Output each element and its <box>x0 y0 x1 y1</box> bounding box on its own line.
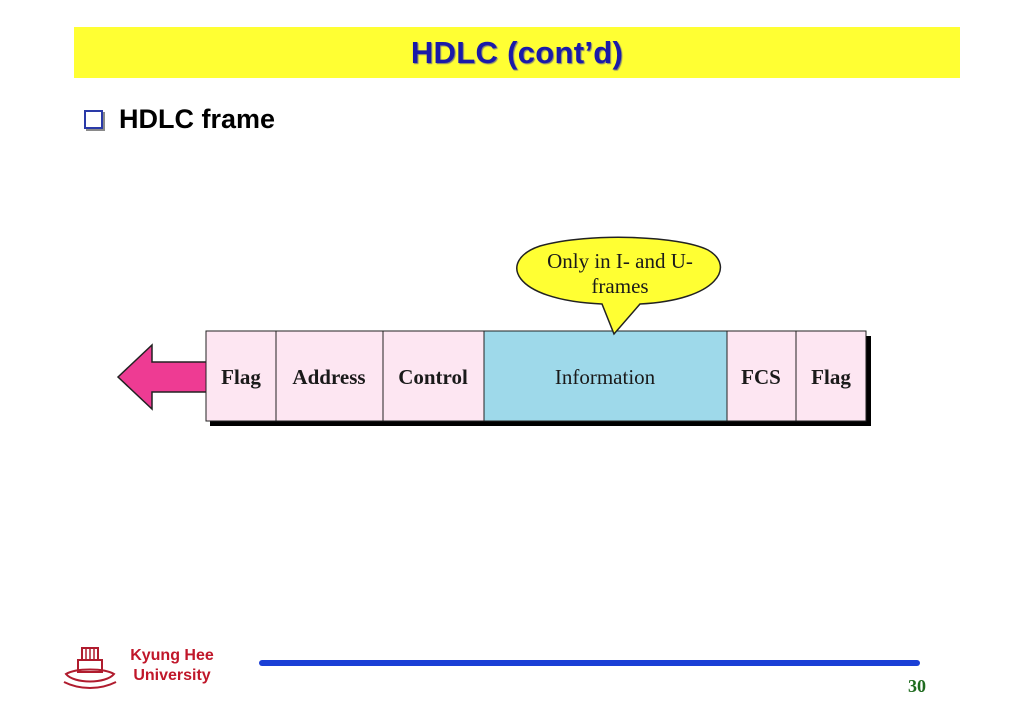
footer-divider <box>259 660 920 666</box>
university-name: Kyung Hee University <box>120 646 224 686</box>
field-label-information: Information <box>555 365 656 389</box>
callout-bubble <box>516 236 722 336</box>
callout-text-line1: Only in I- and U- <box>547 249 693 273</box>
page-number: 30 <box>908 676 926 696</box>
field-cell-control <box>382 330 485 422</box>
field-cell-information <box>483 330 728 422</box>
slide-title: HDLC (cont’d) <box>410 34 624 70</box>
field-label-address: Address <box>292 365 365 389</box>
checkbox-bullet-icon <box>84 110 103 129</box>
bullet-item: HDLC frame <box>84 104 275 135</box>
field-label-control: Control <box>398 365 468 389</box>
field-cell-flag-end <box>795 330 867 422</box>
left-arrow-icon <box>116 343 209 411</box>
field-label-flag-start: Flag <box>221 365 261 389</box>
callout-text-line2: frames <box>591 274 648 298</box>
university-name-line1: Kyung Hee <box>130 647 214 664</box>
field-cell-flag-start <box>205 330 277 422</box>
field-label-fcs: FCS <box>741 365 781 389</box>
university-name-line2: University <box>133 667 211 684</box>
field-cell-fcs <box>726 330 797 422</box>
bullet-text: HDLC frame <box>119 104 276 134</box>
title-bar: HDLC (cont’d) <box>74 27 960 78</box>
university-emblem-icon <box>63 647 117 689</box>
field-label-flag-end: Flag <box>811 365 851 389</box>
